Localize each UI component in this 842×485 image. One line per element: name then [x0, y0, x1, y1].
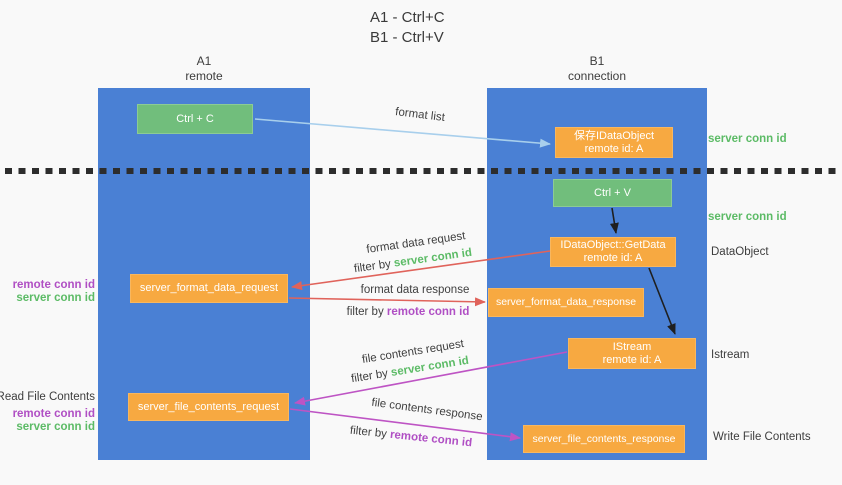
- lane-b1-name: B1: [589, 54, 605, 68]
- diagram-title: A1 - Ctrl+C B1 - Ctrl+V: [370, 8, 445, 48]
- node-istream-line2: remote id: A: [602, 353, 662, 366]
- remote-conn-id-text: remote conn id: [389, 428, 473, 450]
- title-line-2: B1 - Ctrl+V: [370, 29, 444, 46]
- right-label-write-file-contents: Write File Contents: [713, 431, 811, 443]
- node-server-file-contents-response: server_file_contents_response: [523, 425, 685, 453]
- title-line-1: A1 - Ctrl+C: [370, 9, 445, 26]
- lane-b1-subtitle: connection: [567, 69, 627, 83]
- right-label-dataobject: DataObject: [711, 246, 769, 258]
- left-label-read-file-contents: Read File Contents: [0, 391, 95, 403]
- filter-by-text: filter by: [350, 367, 389, 386]
- arrow-format-data-response: [288, 297, 486, 307]
- lane-header-b1: B1 connection: [487, 54, 707, 84]
- node-idataobject-getdata-line2: remote id: A: [583, 252, 643, 264]
- node-server-format-data-response: server_format_data_response: [488, 288, 644, 317]
- right-label-server-conn-id-top: server conn id: [708, 133, 787, 145]
- node-ctrl-c: Ctrl + C: [137, 104, 253, 134]
- node-save-idataobject: 保存IDataObject remote id: A: [555, 127, 673, 158]
- filter-by-text: filter by: [346, 306, 384, 318]
- edge-label-format-list: format list: [394, 106, 446, 124]
- node-server-format-data-request-label: server_format_data_request: [139, 282, 279, 294]
- left-label-server-conn-id-mid: server conn id: [16, 292, 95, 304]
- right-label-istream: Istream: [711, 349, 750, 361]
- node-save-idataobject-line2: remote id: A: [584, 142, 644, 155]
- node-server-file-contents-request: server_file_contents_request: [128, 393, 289, 421]
- node-server-file-contents-request-label: server_file_contents_request: [137, 400, 280, 413]
- lane-a1-subtitle: remote: [185, 69, 223, 83]
- node-istream-line1: IStream: [612, 340, 652, 353]
- node-save-idataobject-line1: 保存IDataObject: [573, 129, 655, 142]
- filter-by-text: filter by: [353, 258, 392, 276]
- node-idataobject-getdata: IDataObject::GetData remote id: A: [550, 237, 676, 267]
- node-server-format-data-request: server_format_data_request: [130, 274, 288, 303]
- remote-conn-id-text: remote conn id: [386, 306, 470, 318]
- edge-label-filter-by-remote-conn-id-2: filter by remote conn id: [349, 425, 472, 450]
- node-server-format-data-response-label: server_format_data_response: [495, 296, 637, 308]
- node-server-file-contents-response-label: server_file_contents_response: [532, 432, 676, 445]
- edge-label-file-contents-response: file contents response: [370, 396, 484, 424]
- lane-a1-name: A1: [196, 54, 212, 68]
- right-label-server-conn-id-mid: server conn id: [708, 211, 787, 223]
- left-label-remote-conn-id-mid: remote conn id: [12, 279, 95, 291]
- node-istream: IStream remote id: A: [568, 338, 696, 369]
- left-label-remote-conn-id-bottom: remote conn id: [12, 408, 95, 420]
- lane-header-a1: A1 remote: [98, 54, 310, 84]
- left-label-server-conn-id-bottom: server conn id: [16, 421, 95, 433]
- node-ctrl-v-label: Ctrl + V: [594, 186, 631, 199]
- node-idataobject-getdata-line1: IDataObject::GetData: [560, 239, 666, 251]
- edge-label-format-data-response: format data response: [360, 284, 470, 296]
- node-ctrl-c-label: Ctrl + C: [176, 112, 214, 125]
- filter-by-text: filter by: [349, 424, 388, 441]
- node-ctrl-v: Ctrl + V: [553, 179, 672, 207]
- edge-label-filter-by-remote-conn-id-1: filter by remote conn id: [347, 306, 470, 318]
